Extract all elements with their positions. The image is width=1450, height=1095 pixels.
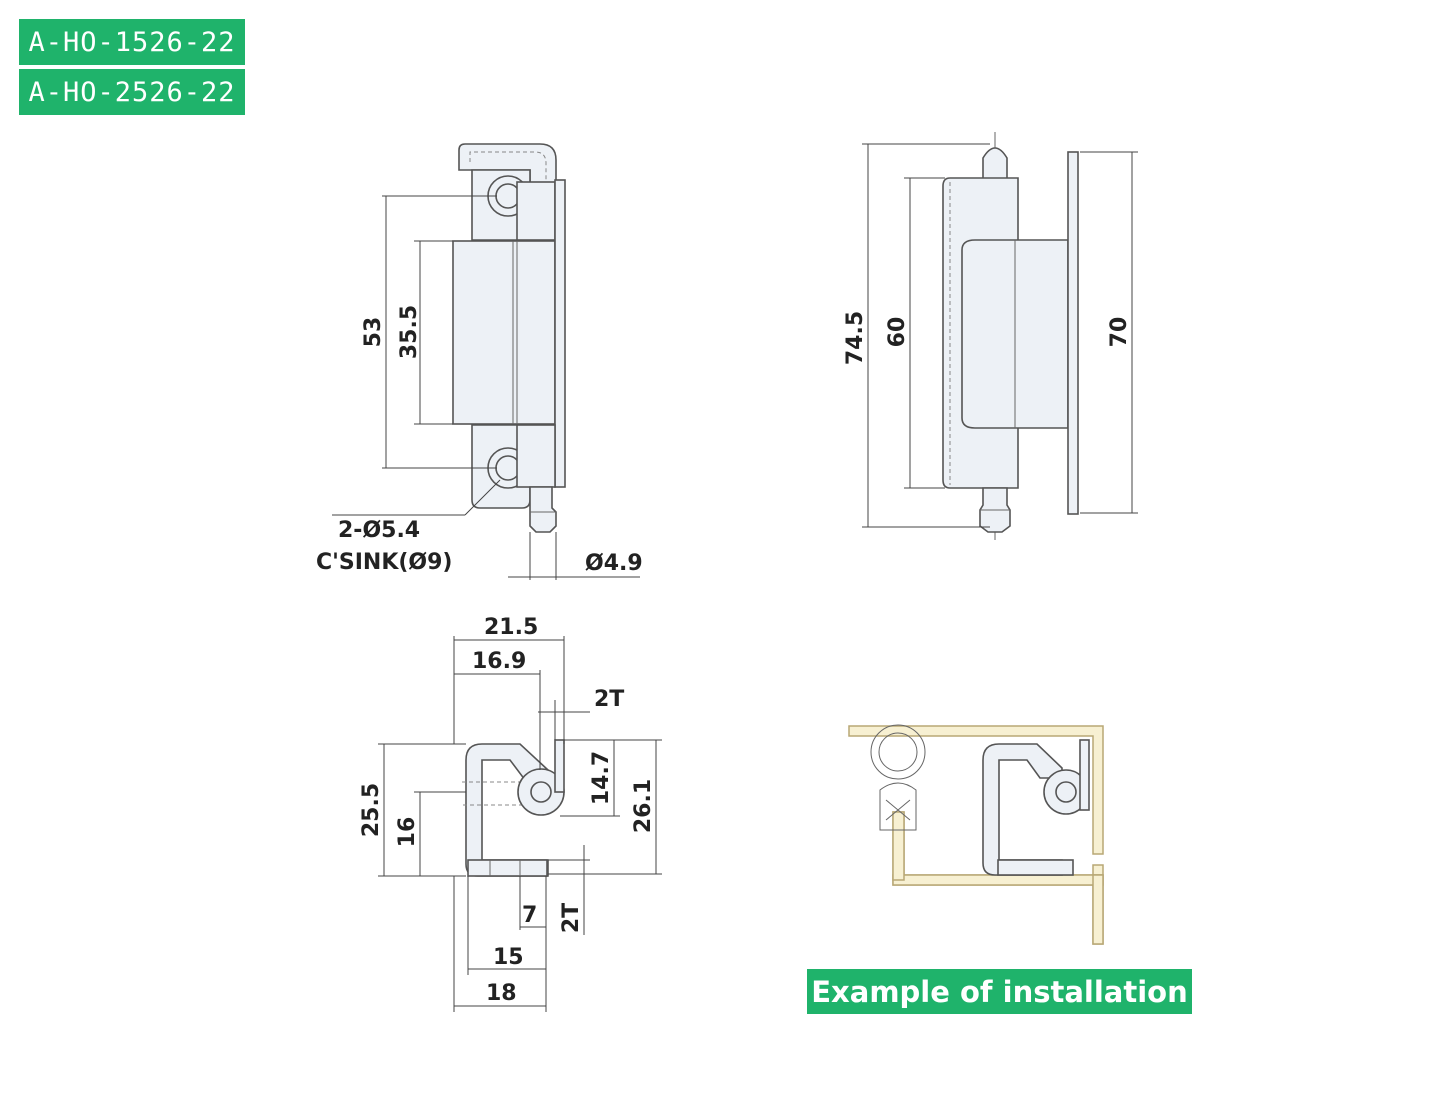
section-dim-15: 15	[493, 945, 524, 970]
section-dim-18: 18	[486, 981, 517, 1006]
front-dim-35-5: 35.5	[397, 305, 422, 359]
installation-caption: Example of installation	[807, 969, 1192, 1014]
front-view: 53 35.5 2-Ø5.4 C'SINK(Ø9) Ø4.9	[316, 143, 643, 580]
section-dim-26-1: 26.1	[631, 779, 656, 833]
model-badge-2: A-HO-2526-22	[19, 69, 245, 115]
section-dim-2t-top: 2T	[594, 687, 624, 712]
hole-note-line-1: 2-Ø5.4	[338, 518, 420, 543]
hole-note-line-2: C'SINK(Ø9)	[316, 550, 453, 575]
pin-diameter-dim: Ø4.9	[585, 551, 643, 576]
section-dim-25-5: 25.5	[359, 783, 384, 837]
installation-example	[848, 724, 1104, 945]
side-view: 74.5 60 70	[843, 132, 1138, 540]
section-dim-14-7: 14.7	[589, 751, 614, 805]
section-dim-16: 16	[395, 817, 420, 848]
section-view: 21.5 16.9 2T 25.5 16 14.7 26.1 7 2T 15 1…	[359, 615, 662, 1012]
side-dim-74-5: 74.5	[843, 311, 868, 365]
section-dim-2t-bottom: 2T	[559, 903, 584, 933]
side-dim-60: 60	[885, 317, 910, 348]
front-dim-53: 53	[361, 317, 386, 348]
section-dim-21-5: 21.5	[484, 615, 538, 640]
section-dim-7: 7	[522, 903, 537, 928]
section-dim-16-9: 16.9	[472, 649, 526, 674]
model-badge-1: A-HO-1526-22	[19, 19, 245, 65]
side-dim-70: 70	[1107, 317, 1132, 348]
